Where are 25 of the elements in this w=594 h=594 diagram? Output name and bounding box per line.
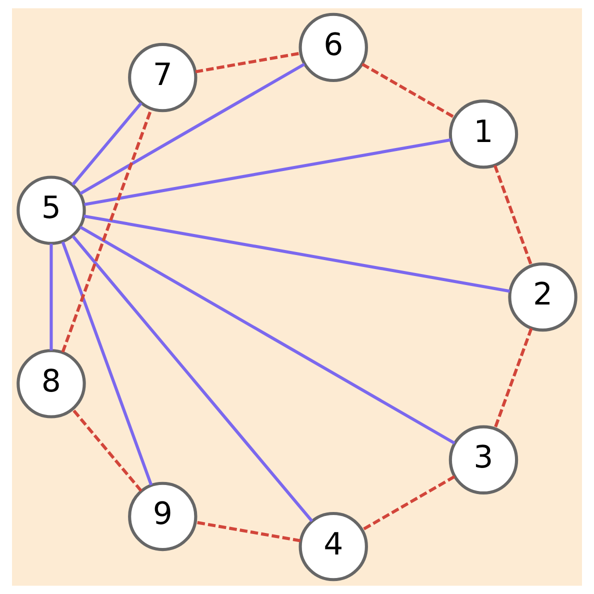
connector (61, 108, 153, 353)
node-circle: 4 (298, 512, 368, 582)
connector (50, 244, 53, 350)
connector (84, 214, 510, 293)
node-circle: 5 (16, 176, 86, 245)
connector (195, 520, 301, 542)
node-circle: 1 (448, 100, 518, 169)
connector (80, 226, 456, 445)
connector (361, 475, 456, 532)
connector (362, 62, 456, 119)
connector (80, 62, 306, 195)
connector (493, 328, 533, 430)
node-circle: 7 (128, 42, 198, 112)
node-circle: 6 (298, 12, 368, 82)
connector (72, 102, 142, 186)
connector (493, 165, 533, 266)
node-circle: 3 (448, 425, 518, 494)
connector (72, 235, 314, 522)
connector (61, 241, 153, 486)
connector (71, 408, 142, 492)
node-circle: 9 (128, 482, 198, 552)
node-circle: 2 (508, 262, 578, 332)
node-circle: 8 (16, 349, 86, 418)
connector (195, 52, 301, 74)
connector (84, 138, 452, 206)
